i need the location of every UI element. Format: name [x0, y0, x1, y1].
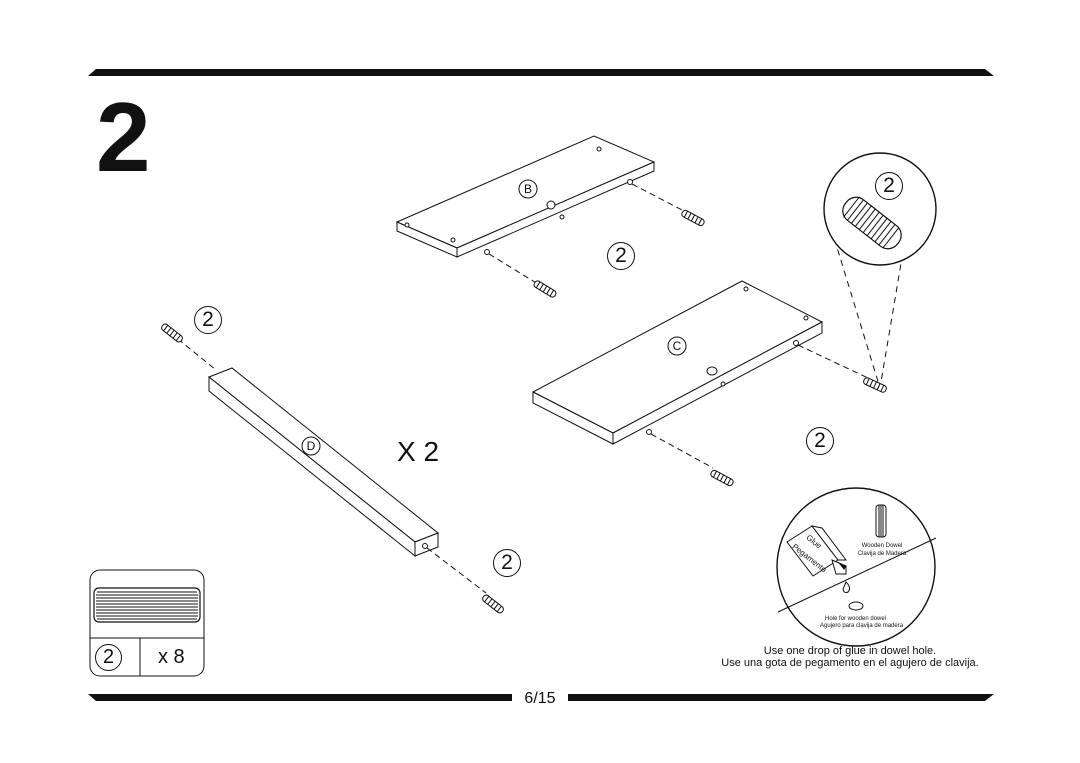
footer-rule-right: [568, 694, 994, 701]
dowel-qty-marker: 2: [493, 549, 521, 577]
instruction-es: Use una gota de pegamento en el agujero …: [721, 657, 979, 669]
panel-b-dowel-lines: [488, 183, 687, 285]
panel-c-dowel-lines: [650, 344, 869, 469]
wooden-dowel-icon: [862, 376, 888, 394]
glue-bottle-icon: [786, 525, 847, 577]
parts-box-count: x 8: [158, 646, 185, 668]
panel-b-letter: B: [523, 182, 532, 196]
parts-box: [89, 569, 205, 677]
hole-label-es: Agujero para clavija de madera: [820, 623, 904, 629]
panel-d-letter: D: [306, 439, 316, 453]
header-rule: [88, 69, 994, 76]
dowel-qty-marker: 2: [875, 172, 903, 200]
wooden-dowel-icon: [480, 593, 506, 615]
dowel-qty-marker: 2: [607, 242, 635, 270]
wooden-dowel-icon: [532, 279, 558, 299]
wooden-dowel-icon: [709, 468, 735, 488]
dowel-qty-marker: 2: [194, 306, 222, 334]
panel-d-dowel-lines: [177, 338, 487, 594]
wooden-dowel-label-es: Clavija de Madera: [857, 551, 907, 557]
standing-dowel-icon: [875, 504, 887, 538]
dowel-qty-marker: 2: [806, 427, 834, 455]
footer-rule-left: [88, 694, 512, 701]
panel-b: [395, 135, 656, 258]
step-number: 2: [96, 82, 150, 192]
panel-c-letter: C: [672, 339, 682, 353]
panel-c: [531, 280, 824, 445]
instruction-en: Use one drop of glue in dowel hole.: [763, 645, 937, 657]
wooden-dowel-icon: [680, 208, 706, 228]
wooden-dowel-icon: [159, 322, 185, 344]
panel-d: [208, 367, 439, 558]
parts-box-dowel-icon: [93, 587, 201, 623]
page-number: 6/15: [515, 690, 565, 708]
wooden-dowel-label: Wooden Dowel: [861, 543, 903, 549]
magnified-dowel-icon: [842, 196, 902, 250]
glue-drop: [842, 581, 851, 594]
parts-box-part-id: 2: [95, 644, 122, 671]
quantity-multiplier: X 2: [397, 436, 440, 467]
hole-label: Hole for wooden dowel: [825, 616, 887, 622]
